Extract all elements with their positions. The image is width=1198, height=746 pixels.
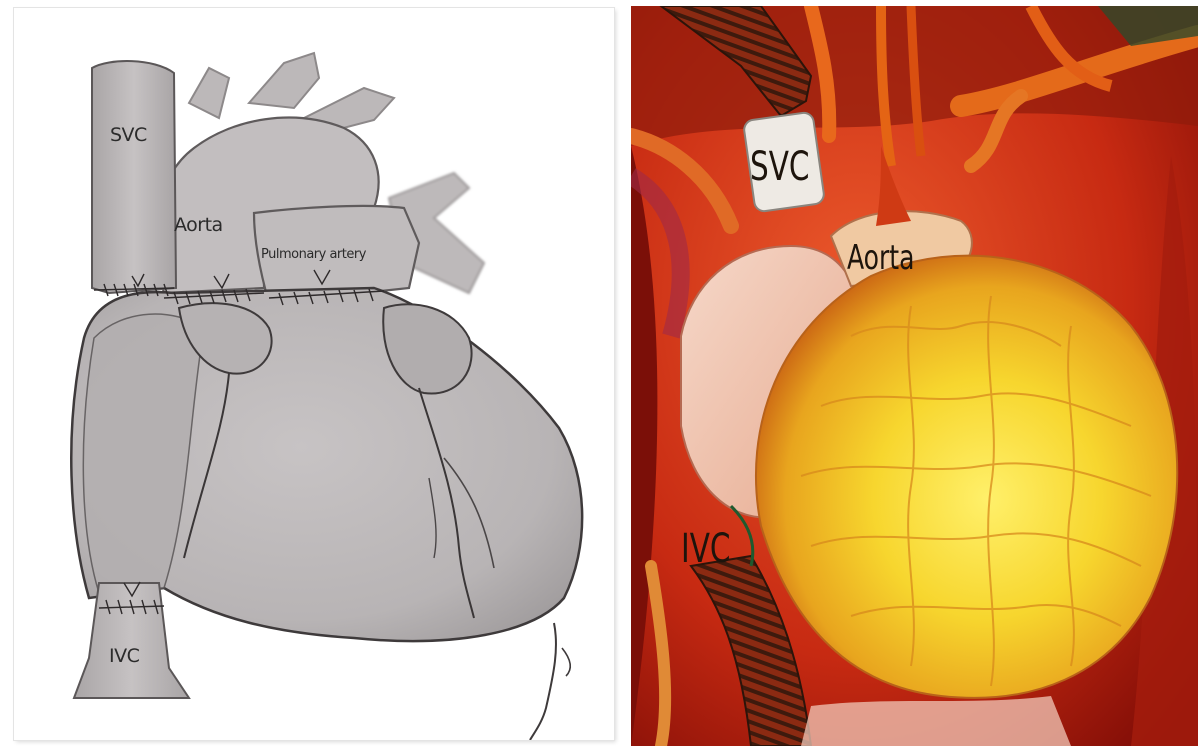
sketch-label-aorta: Aorta xyxy=(174,214,223,236)
heart-sketch-panel: SVC Aorta Pulmonary artery IVC xyxy=(14,8,614,740)
surgical-photo xyxy=(631,6,1198,746)
photo-label-aorta: Aorta xyxy=(847,238,915,278)
surgical-photo-panel: SVC Aorta IVC xyxy=(631,6,1198,746)
photo-label-svc: SVC xyxy=(750,144,810,190)
photo-label-ivc: IVC xyxy=(681,526,730,572)
sketch-label-svc: SVC xyxy=(110,124,147,146)
sketch-label-pulmonary-artery: Pulmonary artery xyxy=(261,247,366,262)
sketch-label-ivc: IVC xyxy=(109,645,139,667)
heart-sketch-illustration xyxy=(14,8,614,740)
